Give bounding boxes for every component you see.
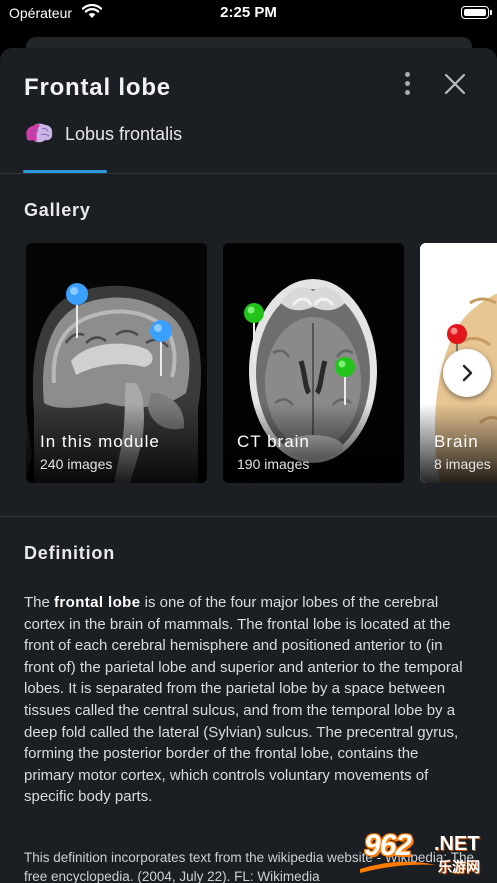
gallery-card-count: 240 images (40, 456, 113, 472)
latin-name-row: Lobus frontalis (24, 120, 182, 148)
gallery-heading: Gallery (24, 200, 91, 220)
gallery-next-button[interactable] (443, 349, 491, 397)
brain-icon (26, 123, 53, 143)
carrier-label: Opérateur (9, 5, 73, 21)
gallery-card-count: 8 images (434, 456, 491, 472)
wifi-icon (82, 4, 102, 18)
gallery-carousel[interactable]: In this module 240 images (0, 243, 497, 483)
close-icon[interactable] (442, 72, 468, 96)
definition-term: frontal lobe (54, 594, 141, 611)
gallery-card-ct[interactable]: CT brain 190 images (223, 243, 404, 483)
definition-attribution: This definition incorporates text from t… (24, 850, 474, 883)
definition-text: The frontal lobe is one of the four majo… (24, 594, 463, 806)
gallery-card-count: 190 images (237, 456, 310, 472)
clock: 2:25 PM (220, 4, 277, 21)
definition-heading: Definition (24, 543, 115, 563)
divider (0, 173, 497, 174)
tab-indicator (23, 170, 107, 173)
battery-icon (461, 6, 492, 19)
gallery-card-module[interactable]: In this module 240 images (26, 243, 207, 483)
chevron-right-icon (462, 364, 473, 382)
latin-name: Lobus frontalis (65, 123, 183, 144)
status-bar: Opérateur 2:25 PM (0, 0, 497, 26)
gallery-card-title: Brain (434, 432, 479, 451)
gallery-card-title: In this module (40, 432, 160, 451)
more-options-button[interactable] (396, 68, 418, 98)
structure-detail-sheet: Frontal lobe Lobus frontalis Gallery (0, 48, 497, 883)
more-vertical-icon (404, 71, 410, 77)
divider (0, 516, 497, 517)
structure-title: Frontal lobe (24, 74, 171, 101)
gallery-card-title: CT brain (237, 432, 310, 451)
site-watermark-logo: 962 .NET 乐游网 (356, 829, 494, 879)
